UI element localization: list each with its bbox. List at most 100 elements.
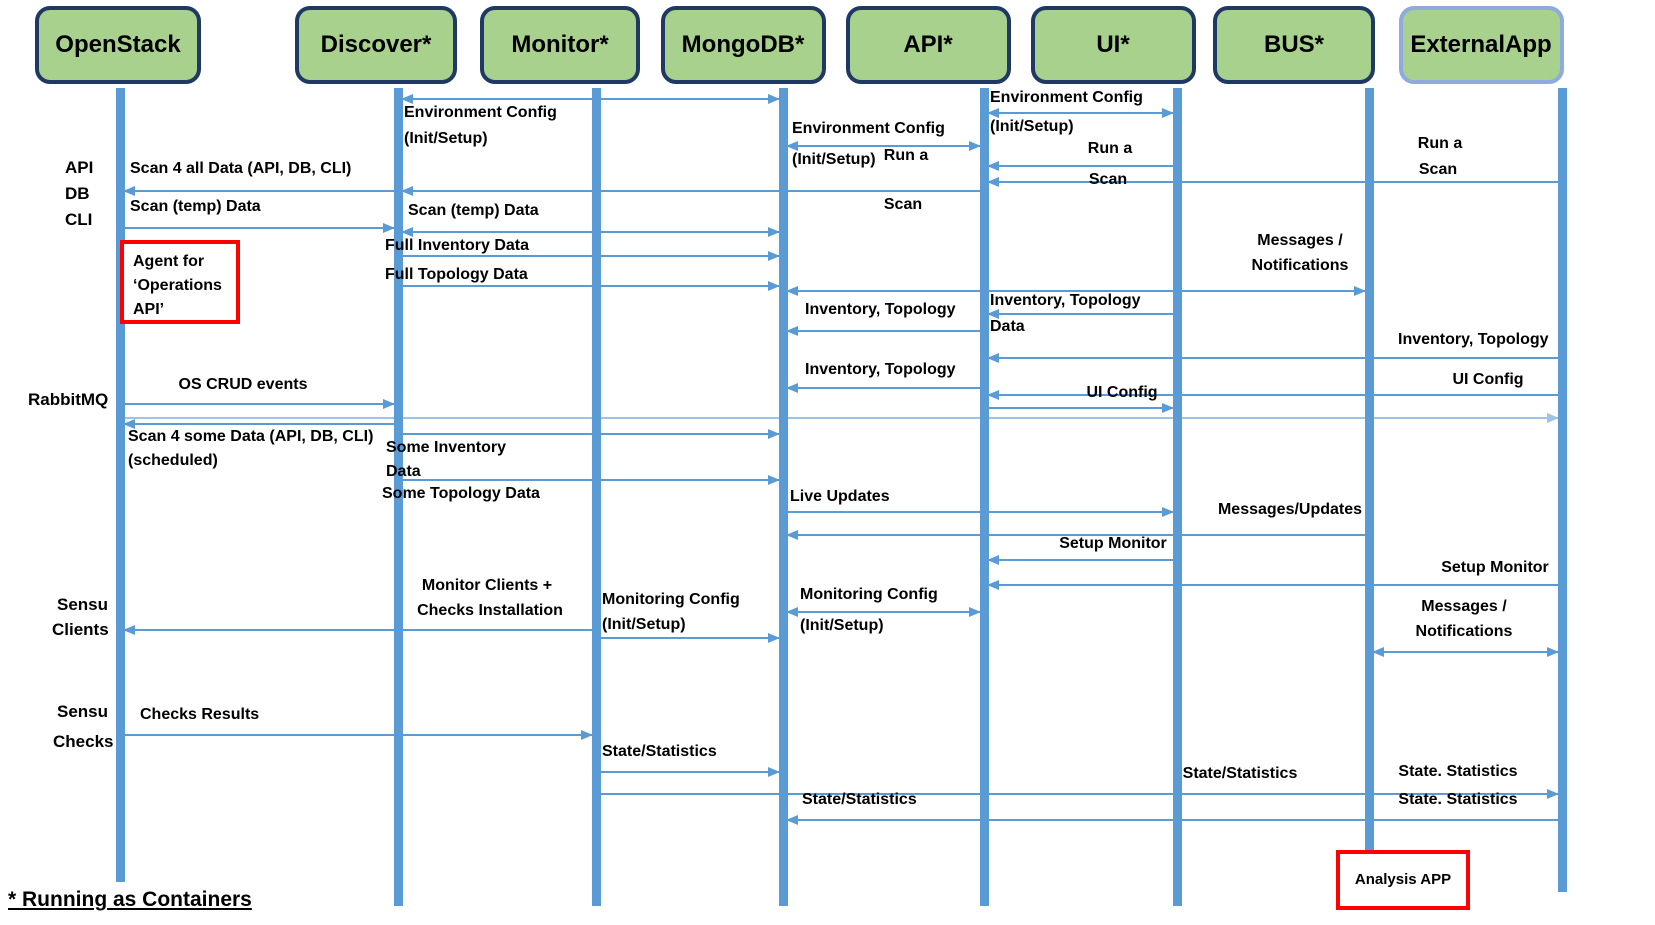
message-label-10: Run a	[883, 147, 929, 164]
message-label-31: Scan 4 some Data (API, DB, CLI)	[128, 428, 374, 445]
message-label-4: Environment Config	[792, 120, 945, 137]
message-arrow-state-statistics-monitor-ext	[596, 789, 1559, 799]
message-label-14: DB	[65, 184, 90, 203]
message-arrow-full-inventory-data	[398, 251, 780, 261]
arrowhead-right-icon	[1547, 413, 1559, 423]
lifeline-openstack	[115, 88, 125, 882]
message-label-38: Setup Monitor	[1059, 535, 1167, 552]
message-label-48: Messages /	[1421, 598, 1507, 615]
arrowhead-left-icon	[987, 580, 999, 590]
message-arrow-run-a-scan-api-discover	[401, 186, 984, 196]
message-label-2: Environment Config	[990, 89, 1143, 106]
message-arrow-live-updates	[783, 507, 1174, 517]
message-arrow-rabbitmq-stream	[120, 413, 1559, 423]
arrowhead-right-icon	[1354, 286, 1366, 296]
message-arrow-ui-config-external-api	[987, 390, 1562, 400]
message-label-23: Inventory, Topology	[990, 292, 1141, 309]
message-label-25: Inventory, Topology	[1398, 331, 1549, 348]
arrowhead-right-icon	[1547, 647, 1559, 657]
message-arrow-scan-temp-data-os-discover	[120, 223, 395, 233]
message-label-18: Full Inventory Data	[385, 237, 530, 254]
actor-label: Monitor*	[511, 30, 609, 58]
message-label-44: Monitor Clients +	[421, 577, 553, 594]
message-label-37: Messages/Updates	[1217, 501, 1363, 518]
message-arrow-checks-results	[120, 730, 593, 740]
message-label-40: Monitoring Config	[800, 586, 938, 603]
arrowhead-right-icon	[768, 767, 780, 777]
analysis-app-note: Analysis APP	[1336, 850, 1470, 910]
actor-label: API*	[903, 30, 953, 58]
message-arrow-state-statistics-monitor-db	[596, 767, 780, 777]
arrowhead-left-icon	[786, 530, 798, 540]
message-arrow-messages-updates	[786, 530, 1369, 540]
message-label-15: CLI	[65, 210, 93, 229]
arrowhead-left-icon	[786, 383, 798, 393]
message-label-35: Some Topology Data	[382, 485, 540, 502]
message-label-52: Checks Results	[140, 706, 260, 723]
actor-box-ui: UI*	[1030, 6, 1196, 84]
message-label-57: State/Statistics	[802, 791, 917, 808]
arrowhead-right-icon	[969, 607, 981, 617]
message-label-26: Inventory, Topology	[805, 361, 956, 378]
arrowhead-left-icon	[987, 555, 999, 565]
arrowhead-left-icon	[401, 227, 413, 237]
message-arrow-run-a-scan-ui-api	[987, 161, 1177, 171]
message-label-22: Inventory, Topology	[805, 301, 956, 318]
arrowhead-left-icon	[123, 186, 135, 196]
arrowhead-left-icon	[786, 326, 798, 336]
message-label-43: (Init/Setup)	[602, 616, 686, 633]
message-label-51: Checks	[53, 732, 114, 751]
running-as-containers-note: * Running as Containers	[8, 888, 252, 911]
message-label-56: State. Statistics	[1398, 791, 1518, 808]
arrowhead-right-icon	[1162, 108, 1174, 118]
message-label-28: UI Config	[1086, 384, 1158, 401]
message-label-29: OS CRUD events	[178, 376, 308, 393]
lifeline-bus	[1364, 88, 1374, 906]
arrowhead-left-icon	[123, 625, 135, 635]
arrowhead-right-icon	[581, 730, 593, 740]
arrowhead-left-icon	[786, 607, 798, 617]
message-arrow-messages-notifications-db-bus	[786, 286, 1366, 296]
message-arrow-monitor-clients-checks	[123, 625, 596, 635]
arrowhead-right-icon	[768, 475, 780, 485]
message-label-9: Scan	[1418, 161, 1458, 178]
message-label-33: Some Inventory	[386, 439, 507, 456]
note-line: Agent for	[133, 253, 205, 270]
message-label-7: Scan	[1088, 171, 1128, 188]
arrowhead-right-icon	[1162, 403, 1174, 413]
agent-operations-api-note: Agent for‘Operations API’	[120, 240, 240, 324]
message-label-30: RabbitMQ	[28, 390, 109, 409]
message-arrow-inventory-topology-api-db-1	[786, 326, 984, 336]
message-label-5: (Init/Setup)	[792, 151, 876, 168]
arrowhead-left-icon	[123, 419, 135, 429]
arrowhead-right-icon	[768, 633, 780, 643]
message-label-53: State/Statistics	[602, 743, 717, 760]
message-label-6: Run a	[1087, 140, 1133, 157]
message-arrow-messages-notifications-bus-ext	[1372, 647, 1559, 657]
message-label-55: State. Statistics	[1398, 763, 1518, 780]
message-label-41: (Init/Setup)	[800, 617, 884, 634]
actor-box-bus: BUS*	[1213, 6, 1375, 84]
arrowhead-left-icon	[401, 186, 413, 196]
message-label-34: Data	[386, 463, 421, 480]
message-arrow-env-config-api-ui	[987, 108, 1174, 118]
message-arrow-ui-config-api-ui	[984, 403, 1174, 413]
message-label-49: Notifications	[1415, 623, 1513, 640]
message-label-42: Monitoring Config	[602, 591, 740, 608]
message-label-36: Live Updates	[790, 488, 890, 505]
arrowhead-left-icon	[786, 815, 798, 825]
note-line: Analysis APP	[1354, 870, 1452, 888]
message-label-11: Scan	[883, 196, 923, 213]
note-line: API’	[133, 301, 165, 318]
actor-label: BUS*	[1263, 30, 1324, 58]
message-arrow-setup-monitor-ui-api	[987, 555, 1177, 565]
message-arrow-scan-temp-data-discover-db	[401, 227, 780, 237]
message-arrow-os-crud-events	[120, 399, 395, 409]
message-label-8: Run a	[1417, 135, 1463, 152]
arrowhead-left-icon	[786, 286, 798, 296]
message-arrow-scan-4-all-data	[123, 186, 398, 196]
message-label-12: Scan 4 all Data (API, DB, CLI)	[130, 160, 352, 177]
